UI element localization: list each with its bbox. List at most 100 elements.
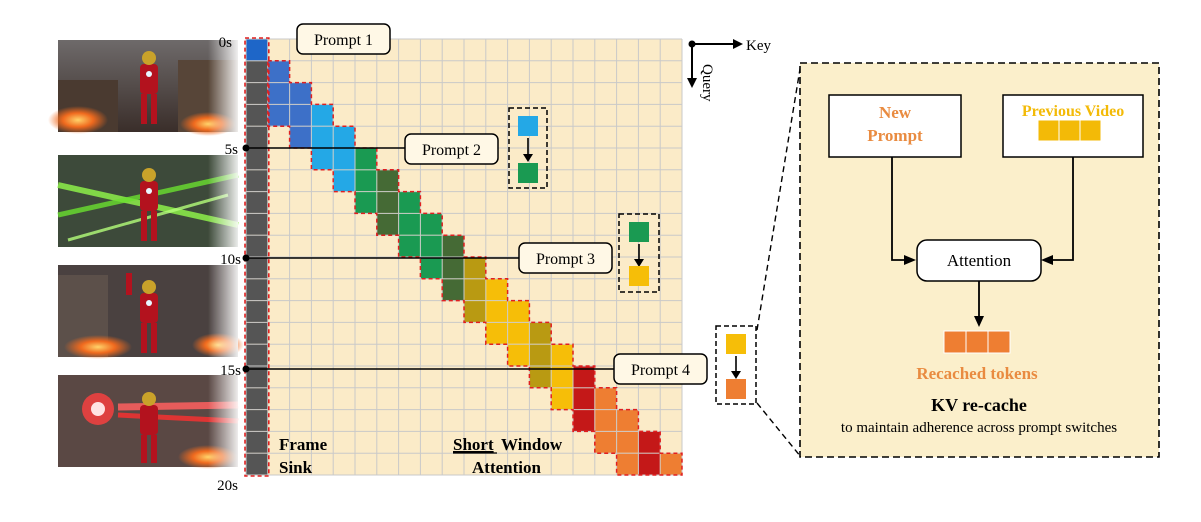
short-label: Short bbox=[453, 435, 494, 454]
attention-cell bbox=[246, 104, 268, 126]
prompt-1-label: Prompt 1 bbox=[314, 32, 373, 49]
attention-cell bbox=[508, 322, 529, 344]
attention-cell bbox=[246, 279, 268, 301]
arrow-down-icon bbox=[974, 316, 984, 327]
arrow-right-icon bbox=[904, 255, 916, 265]
attention-cell bbox=[246, 410, 268, 431]
attention-cell bbox=[573, 410, 595, 431]
frame-label: Frame bbox=[279, 435, 328, 454]
video-frame-thumbnail bbox=[48, 40, 238, 136]
attention-cell bbox=[551, 344, 573, 366]
attention-cell bbox=[442, 235, 464, 257]
window-label: Window bbox=[501, 435, 563, 454]
attention-cell bbox=[420, 257, 442, 279]
prompt-4-label: Prompt 4 bbox=[631, 362, 690, 379]
attention-cell bbox=[508, 301, 529, 322]
attention-cell bbox=[529, 344, 551, 366]
attention-cell bbox=[399, 192, 420, 213]
attention-cell bbox=[355, 148, 377, 170]
attention-cell bbox=[290, 83, 311, 104]
attention-cell bbox=[638, 453, 660, 475]
new-prompt-label-1: New bbox=[879, 103, 912, 122]
attention-cell bbox=[333, 148, 355, 170]
attention-cell bbox=[377, 192, 399, 213]
key-axis-label: Key bbox=[746, 38, 771, 54]
attention-cell bbox=[399, 213, 420, 235]
attention-cell bbox=[464, 301, 486, 322]
attention-cell bbox=[246, 148, 268, 170]
video-frame-thumbnail bbox=[57, 155, 239, 247]
attention-cell bbox=[420, 213, 442, 235]
attention-cell bbox=[246, 453, 268, 475]
attention-cell bbox=[333, 126, 355, 148]
attention-cell bbox=[355, 192, 377, 213]
attention-cell bbox=[290, 126, 311, 148]
attention-cell bbox=[246, 83, 268, 104]
arrow-down-icon bbox=[523, 154, 533, 162]
prompt-2-label: Prompt 2 bbox=[422, 142, 481, 159]
arrow-video-to-attention bbox=[1051, 157, 1074, 261]
transition-box-green-yellow bbox=[618, 213, 660, 293]
attention-cell bbox=[573, 388, 595, 410]
time-label-5s: 5s bbox=[225, 142, 239, 158]
attention-cell bbox=[529, 366, 551, 388]
prompt-2-dot bbox=[242, 144, 250, 152]
attention-cell bbox=[529, 322, 551, 344]
attention-cell bbox=[486, 322, 508, 344]
attention-cell bbox=[377, 213, 399, 235]
attention-cell bbox=[268, 61, 290, 83]
attention-cell bbox=[246, 39, 268, 61]
prompt-3-dot bbox=[242, 254, 250, 262]
prompt-3-label: Prompt 3 bbox=[536, 251, 595, 268]
attention-cell bbox=[617, 431, 638, 453]
query-axis-label: Query bbox=[699, 64, 715, 102]
arrow-left-icon bbox=[1041, 255, 1053, 265]
attention-cell bbox=[246, 126, 268, 148]
attention-cell bbox=[486, 279, 508, 301]
attention-cell bbox=[246, 366, 268, 388]
attention-cell bbox=[442, 257, 464, 279]
attention-cell bbox=[246, 213, 268, 235]
attention-cells bbox=[246, 39, 682, 475]
attention-cell bbox=[638, 431, 660, 453]
attention-cell bbox=[268, 83, 290, 104]
attention-cell bbox=[486, 301, 508, 322]
attention-cell bbox=[595, 410, 617, 431]
attention-cell bbox=[442, 279, 464, 301]
arrow-down-icon bbox=[634, 259, 644, 267]
transition-box-blue-green bbox=[508, 107, 548, 189]
prompt-4-dot bbox=[242, 365, 250, 373]
new-prompt-label-2: Prompt bbox=[867, 126, 923, 145]
attention-label: Attention bbox=[472, 458, 541, 477]
prompt-1-box: Prompt 1 bbox=[296, 23, 391, 55]
attention-cell bbox=[399, 235, 420, 257]
attention-cell bbox=[595, 431, 617, 453]
attention-cell bbox=[311, 104, 333, 126]
attention-cell bbox=[617, 410, 638, 431]
attention-cell bbox=[246, 322, 268, 344]
attention-cell bbox=[551, 388, 573, 410]
prompt-2-box: Prompt 2 bbox=[404, 133, 499, 165]
axis-arrow-icon bbox=[687, 39, 743, 88]
attention-cell bbox=[246, 301, 268, 322]
zoom-line-top bbox=[756, 62, 802, 331]
attention-outlines bbox=[244, 37, 683, 477]
attention-cell bbox=[246, 344, 268, 366]
attention-cell bbox=[660, 453, 682, 475]
time-label-20s: 20s bbox=[217, 478, 238, 494]
attention-cell bbox=[311, 126, 333, 148]
attention-cell bbox=[617, 453, 638, 475]
attention-cell bbox=[377, 170, 399, 192]
attention-cell bbox=[595, 388, 617, 410]
attention-cell bbox=[573, 366, 595, 388]
time-label-0s: 0s bbox=[219, 35, 233, 51]
attention-cell bbox=[246, 257, 268, 279]
prompt-3-box: Prompt 3 bbox=[518, 242, 613, 274]
attention-cell bbox=[268, 104, 290, 126]
kv-recache-subtitle: to maintain adherence across prompt swit… bbox=[841, 420, 1117, 436]
attention-cell bbox=[464, 257, 486, 279]
previous-video-label: Previous Video bbox=[1022, 103, 1124, 120]
attention-cell bbox=[290, 104, 311, 126]
prompt-4-box: Prompt 4 bbox=[613, 353, 708, 385]
